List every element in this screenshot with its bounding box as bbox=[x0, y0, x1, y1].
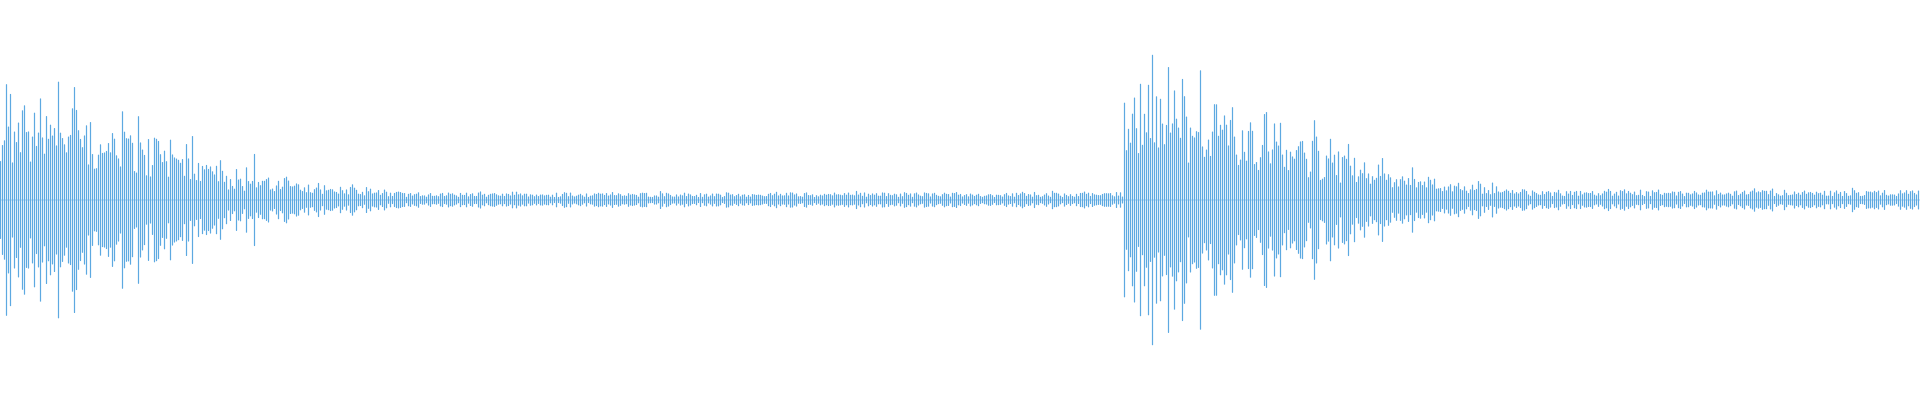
waveform-samples bbox=[0, 54, 1920, 346]
